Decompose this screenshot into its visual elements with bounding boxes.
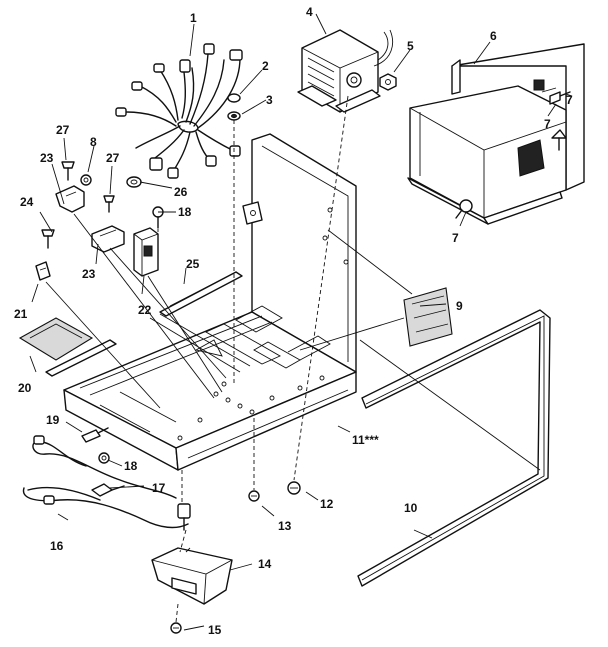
terminal — [91, 483, 125, 497]
leader-lines — [29, 13, 573, 631]
screw — [549, 91, 571, 105]
callout-label: 10 — [404, 501, 418, 515]
screw — [98, 452, 110, 464]
screw — [81, 427, 109, 443]
clip — [35, 261, 51, 281]
callout-label: 7 — [566, 93, 573, 107]
callout-label: 2 — [262, 59, 269, 73]
callout-label: 8 — [90, 135, 97, 149]
callout-label: 5 — [407, 39, 414, 53]
base-chassis — [45, 133, 357, 471]
callout-labels: 1 2 3 4 5 6 7 7 7 8 9 10 11*** 12 13 14 … — [14, 5, 573, 637]
callout-label: 26 — [174, 185, 188, 199]
screw — [61, 161, 75, 181]
callout-label: 4 — [306, 5, 313, 19]
lead-wire — [32, 435, 177, 499]
cover — [407, 43, 585, 225]
screw — [103, 195, 115, 213]
callout-label: 22 — [138, 303, 152, 317]
callout-label: 1 — [190, 11, 197, 25]
transformer — [297, 29, 394, 113]
switch — [133, 227, 159, 277]
callout-label: 23 — [82, 267, 96, 281]
bracket — [91, 225, 125, 253]
screw — [170, 622, 182, 634]
cup — [151, 547, 233, 605]
callout-label: 18 — [178, 205, 192, 219]
gasket — [357, 309, 551, 587]
insulation-pad — [18, 317, 94, 361]
callout-label: 7 — [452, 231, 459, 245]
lead-wire — [22, 486, 189, 529]
callout-label: 25 — [186, 257, 200, 271]
screw — [41, 229, 55, 249]
callout-label: 24 — [20, 195, 34, 209]
screw — [248, 490, 260, 502]
grommet — [126, 176, 142, 188]
callout-label: 14 — [258, 557, 272, 571]
callout-label: 6 — [490, 29, 497, 43]
bracket — [55, 185, 85, 213]
callout-label: 12 — [320, 497, 334, 511]
screw — [455, 199, 473, 219]
callout-label: 9 — [456, 299, 463, 313]
callout-label: 27 — [56, 123, 70, 137]
callout-label: 16 — [50, 539, 64, 553]
screw — [551, 129, 567, 151]
nut — [379, 73, 397, 91]
callout-label: 3 — [266, 93, 273, 107]
callout-label: 13 — [278, 519, 292, 533]
callout-label: 19 — [46, 413, 60, 427]
filter-pad — [403, 287, 453, 347]
callout-label: 20 — [18, 381, 32, 395]
callout-label: 11*** — [352, 433, 379, 447]
callout-label: 7 — [544, 117, 551, 131]
callout-label: 27 — [106, 151, 120, 165]
clip — [80, 174, 92, 186]
wire-harness — [115, 43, 243, 179]
connector — [177, 503, 191, 531]
callout-label: 18 — [124, 459, 138, 473]
screw — [287, 481, 301, 495]
alignment-lines — [45, 95, 541, 623]
callout-label: 21 — [14, 307, 28, 321]
washer — [227, 93, 241, 103]
callout-label: 17 — [152, 481, 166, 495]
callout-label: 23 — [40, 151, 54, 165]
callout-label: 15 — [208, 623, 222, 637]
